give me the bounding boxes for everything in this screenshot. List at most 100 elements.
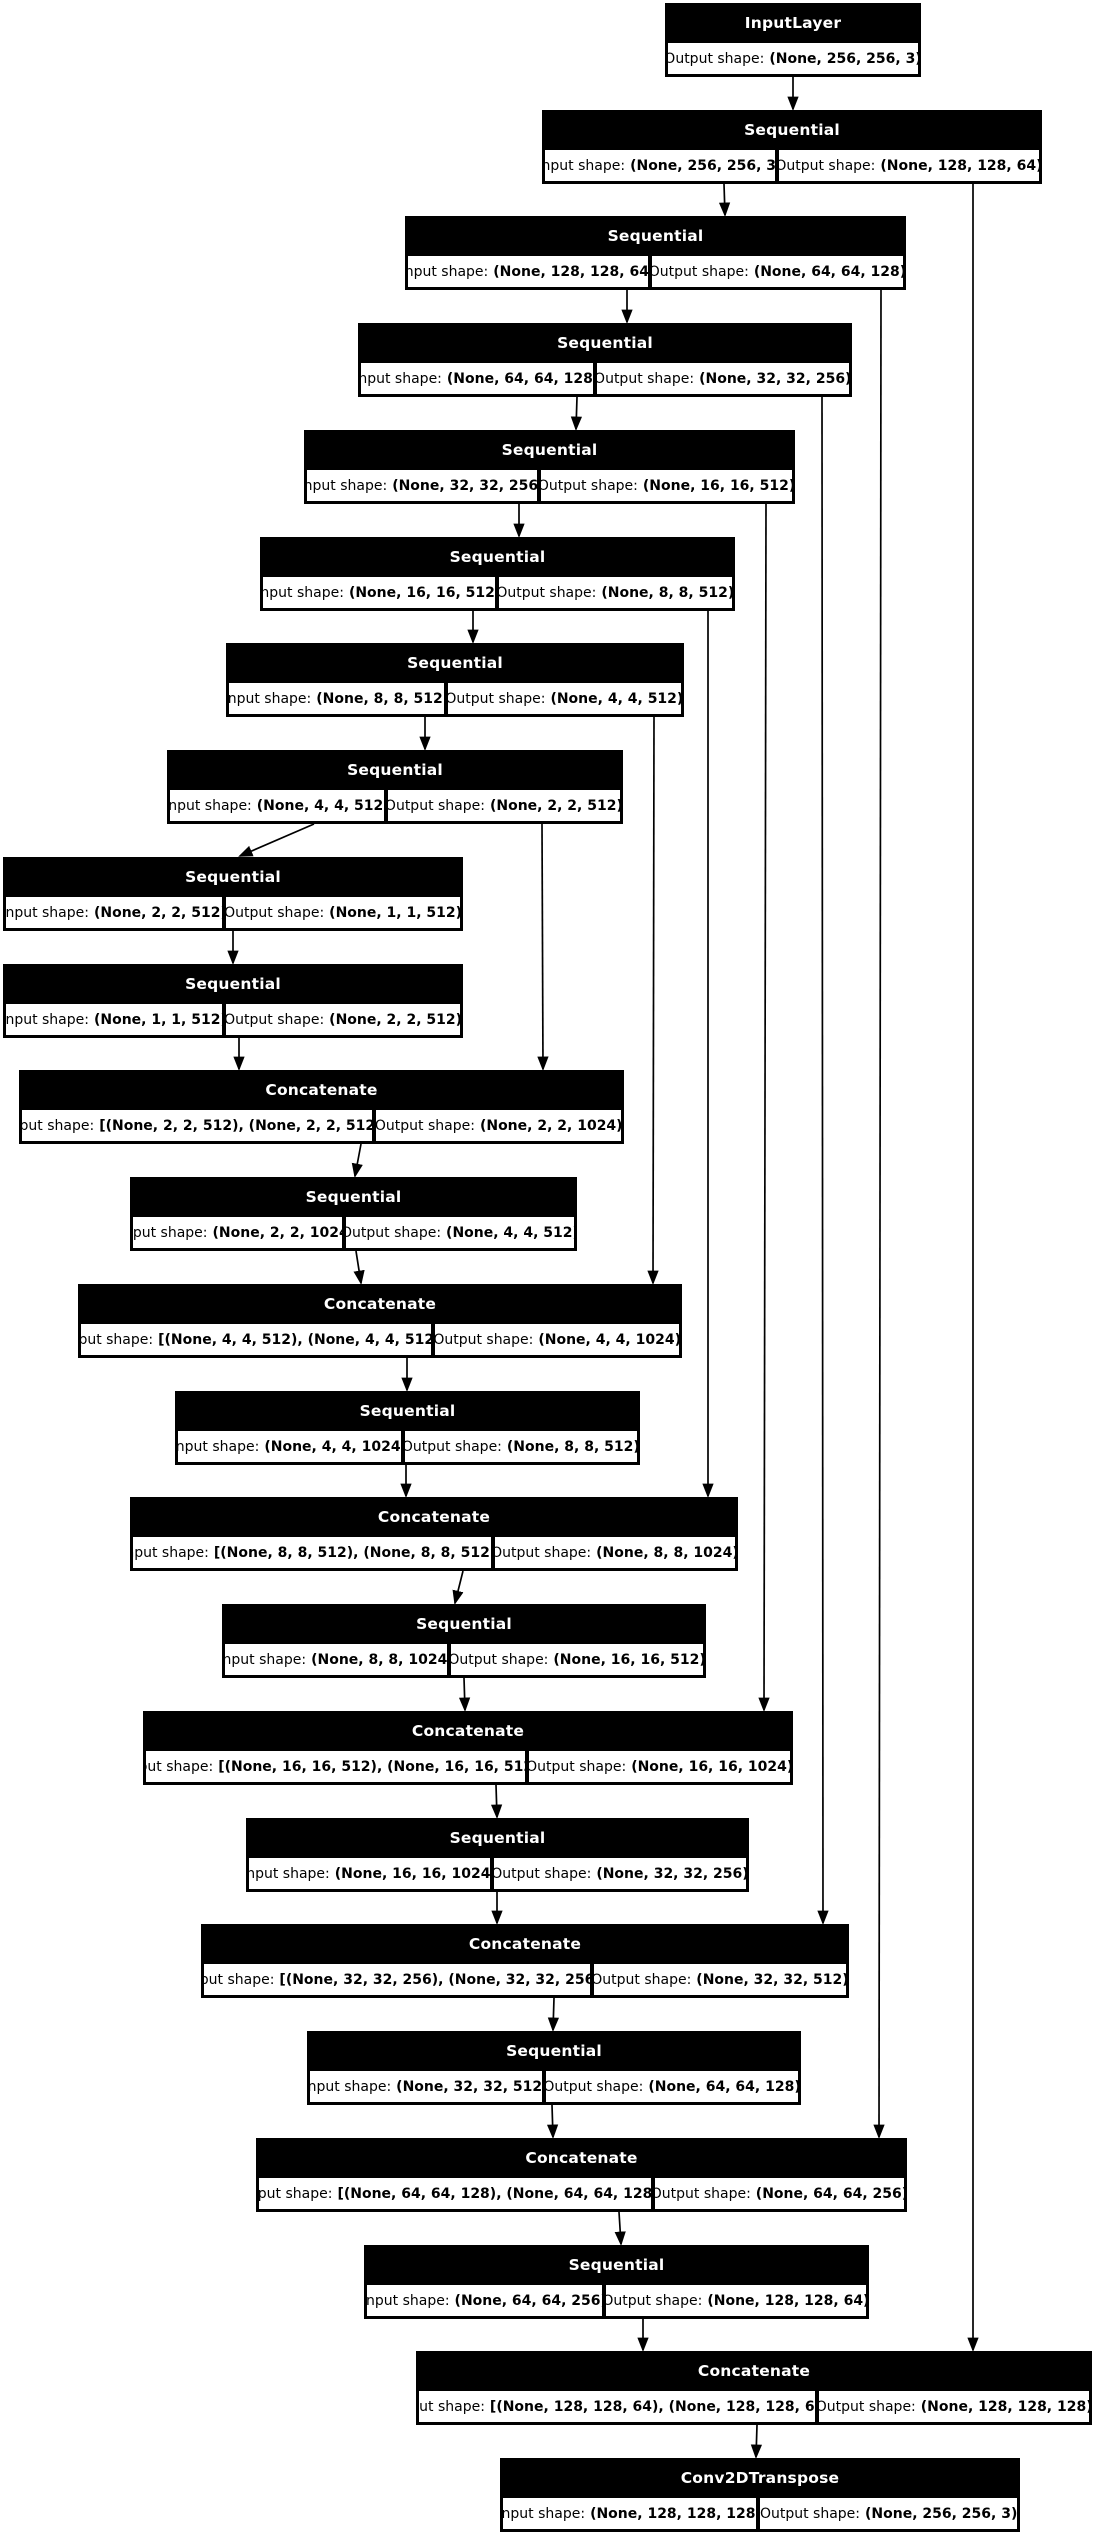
shape-row: Input shape: [(None, 2, 2, 512), (None, … — [22, 1110, 621, 1141]
layer-type-label: Concatenate — [323, 1295, 437, 1313]
shape-cell-value: [(None, 8, 8, 512), (None, 8, 8, 512)] — [213, 1544, 491, 1561]
shape-row: Input shape: (None, 64, 64, 256) Output … — [367, 2285, 866, 2316]
edge-concat1-to-seq10 — [351, 1143, 363, 1178]
shape-cell-label: Input shape: — [22, 1117, 95, 1134]
shape-cell-label: Input shape: — [6, 904, 89, 921]
shape-row: Input shape: (None, 16, 16, 512) Output … — [263, 577, 732, 608]
output-shape-cell: Output shape: (None, 16, 16, 1024) — [529, 1751, 790, 1782]
shape-cell-label: Output shape: — [819, 2398, 916, 2415]
layer-node-concat5: Concatenate Input shape: [(None, 32, 32,… — [201, 1924, 849, 1998]
shape-row: Input shape: [(None, 64, 64, 128), (None… — [259, 2178, 904, 2209]
output-shape-cell: Output shape: (None, 8, 8, 512) — [498, 577, 732, 608]
layer-node-seq15: Sequential Input shape: (None, 64, 64, 2… — [364, 2245, 869, 2319]
shape-cell-value: [(None, 16, 16, 512), (None, 16, 16, 512… — [218, 1758, 526, 1775]
edge-seq12-to-concat4 — [458, 1677, 471, 1713]
input-shape-cell: Input shape: (None, 64, 64, 256) — [367, 2285, 602, 2316]
shape-cell-label: Output shape: — [668, 50, 765, 67]
output-shape-cell: Output shape: (None, 128, 128, 64) — [778, 150, 1039, 181]
input-shape-cell: Input shape: [(None, 16, 16, 512), (None… — [146, 1751, 526, 1782]
layer-type-label: Concatenate — [697, 2362, 811, 2380]
shape-cell-value: (None, 8, 8, 512) — [601, 584, 732, 601]
output-shape-cell: Output shape: (None, 32, 32, 256) — [493, 1858, 746, 1889]
input-shape-cell: Input shape: (None, 64, 64, 128) — [361, 363, 593, 394]
shape-row: Input shape: (None, 2, 2, 512) Output sh… — [6, 897, 460, 928]
output-shape-cell: Output shape: (None, 2, 2, 1024) — [376, 1110, 621, 1141]
shape-cell-value: (None, 8, 8, 512) — [506, 1438, 637, 1455]
layer-type-label: Conv2DTranspose — [680, 2469, 840, 2487]
edge-concat7-to-conv2dt — [750, 2424, 763, 2460]
shape-cell-label: Input shape: — [367, 2292, 450, 2309]
shape-cell-label: Input shape: — [146, 1758, 214, 1775]
shape-cell-value: (None, 256, 256, 3) — [769, 50, 918, 67]
input-shape-cell: Input shape: [(None, 8, 8, 512), (None, … — [133, 1537, 491, 1568]
edge-concat4-to-seq13 — [490, 1784, 503, 1820]
shape-cell-value: (None, 4, 4, 512) — [550, 690, 681, 707]
shape-cell-value: (None, 4, 4, 1024) — [264, 1438, 401, 1455]
shape-cell-value: (None, 128, 128, 64) — [880, 157, 1039, 174]
layer-type-label: Sequential — [359, 1402, 456, 1420]
input-shape-cell: Input shape: [(None, 32, 32, 256), (None… — [204, 1964, 590, 1995]
shape-cell-label: Input shape: — [178, 1438, 260, 1455]
layer-type-label: Concatenate — [411, 1722, 525, 1740]
output-shape-cell: Output shape: (None, 16, 16, 512) — [451, 1644, 703, 1675]
input-shape-cell: Input shape: (None, 16, 16, 1024) — [249, 1858, 490, 1889]
layer-node-concat3: Concatenate Input shape: [(None, 8, 8, 5… — [130, 1497, 738, 1571]
shape-row: Input shape: [(None, 8, 8, 512), (None, … — [133, 1537, 735, 1568]
layer-type-label: Sequential — [416, 1615, 512, 1633]
layer-type-label: Sequential — [501, 441, 598, 459]
shape-cell-value: (None, 128, 128, 128) — [590, 2505, 757, 2522]
shape-row: Input shape: (None, 2, 2, 1024) Output s… — [133, 1217, 574, 1248]
shape-row: Input shape: (None, 16, 16, 1024) Output… — [249, 1858, 746, 1889]
edge-lines — [227, 77, 979, 2460]
shape-cell-value: (None, 8, 8, 1024) — [311, 1651, 448, 1668]
shape-cell-value: (None, 128, 128, 64) — [493, 263, 648, 280]
shape-cell-value: (None, 1, 1, 512) — [329, 904, 460, 921]
shape-cell-value: [(None, 64, 64, 128), (None, 64, 64, 128… — [337, 2185, 651, 2202]
shape-cell-label: Input shape: — [229, 690, 312, 707]
input-shape-cell: Input shape: (None, 128, 128, 128) — [503, 2498, 757, 2529]
input-shape-cell: Input shape: (None, 128, 128, 64) — [408, 256, 648, 287]
shape-cell-value: (None, 32, 32, 256) — [699, 370, 849, 387]
shape-row: Input shape: (None, 32, 32, 256) Output … — [307, 470, 792, 501]
edge-seq1-to-seq2 — [718, 183, 731, 218]
input-shape-cell: Input shape: (None, 256, 256, 3) — [545, 150, 775, 181]
shape-row: Input shape: (None, 8, 8, 512) Output sh… — [229, 683, 681, 714]
shape-cell-label: Output shape: — [498, 584, 597, 601]
shape-cell-value: (None, 32, 32, 512) — [696, 1971, 846, 1988]
shape-cell-label: Input shape: — [170, 797, 252, 814]
edge-seq6-to-concat2 — [647, 716, 659, 1286]
output-shape-cell: Output shape: (None, 2, 2, 512) — [226, 1004, 460, 1035]
shape-row: Input shape: (None, 8, 8, 1024) Output s… — [225, 1644, 703, 1675]
shape-cell-value: (None, 16, 16, 1024) — [334, 1865, 490, 1882]
layer-node-seq9: Sequential Input shape: (None, 1, 1, 512… — [3, 964, 463, 1038]
shape-row: Input shape: (None, 1, 1, 512) Output sh… — [6, 1004, 460, 1035]
input-shape-cell: Input shape: [(None, 4, 4, 512), (None, … — [81, 1324, 432, 1355]
shape-cell-label: Output shape: — [226, 904, 325, 921]
shape-cell-label: Output shape: — [226, 1011, 325, 1028]
shape-row: Input shape: [(None, 4, 4, 512), (None, … — [81, 1324, 679, 1355]
edge-concat6-to-seq15 — [614, 2211, 626, 2247]
input-shape-cell: Input shape: (None, 2, 2, 1024) — [133, 1217, 342, 1248]
shape-cell-label: Input shape: — [249, 1865, 330, 1882]
output-shape-cell: Output shape: (None, 2, 2, 512) — [387, 790, 620, 821]
shape-cell-label: Input shape: — [307, 477, 388, 494]
layer-type-label: Sequential — [449, 548, 546, 566]
layer-type-label: Sequential — [347, 761, 443, 779]
shape-cell-value: (None, 256, 256, 3) — [630, 157, 775, 174]
shape-cell-value: (None, 64, 64, 128) — [446, 370, 593, 387]
shape-cell-label: Output shape: — [651, 263, 749, 280]
layer-node-seq10: Sequential Input shape: (None, 2, 2, 102… — [130, 1177, 577, 1251]
input-shape-cell: Input shape: [(None, 2, 2, 512), (None, … — [22, 1110, 373, 1141]
layer-node-concat6: Concatenate Input shape: [(None, 64, 64,… — [256, 2138, 907, 2212]
shape-cell-label: Output shape: — [596, 370, 695, 387]
shape-cell-value: (None, 4, 4, 1024) — [538, 1331, 679, 1348]
output-shape-cell: Output shape: (None, 64, 64, 128) — [651, 256, 903, 287]
layer-node-seq14: Sequential Input shape: (None, 32, 32, 5… — [307, 2031, 801, 2105]
output-shape-cell: Output shape: (None, 128, 128, 64) — [605, 2285, 866, 2316]
shape-cell-value: (None, 256, 256, 3) — [865, 2505, 1017, 2522]
shape-cell-label: Output shape: — [447, 690, 546, 707]
output-shape-cell: Output shape: (None, 32, 32, 256) — [596, 363, 849, 394]
output-shape-cell: Output shape: (None, 128, 128, 128) — [819, 2391, 1089, 2422]
